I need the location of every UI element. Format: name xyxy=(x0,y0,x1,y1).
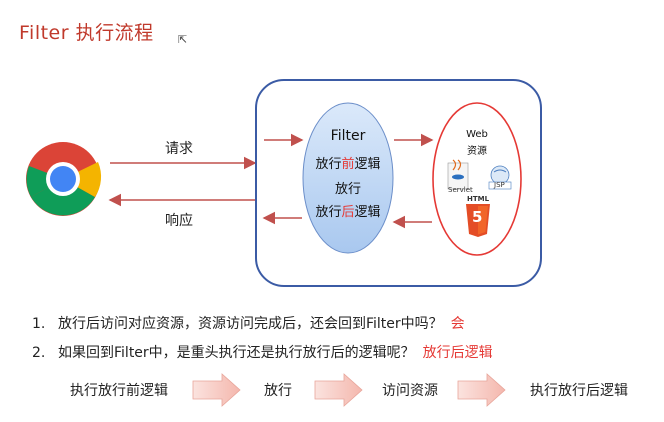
jsp-icon xyxy=(488,165,512,190)
html5-number: 5 xyxy=(472,208,483,226)
web-resource-line2: 资源 xyxy=(467,146,487,157)
request-label: 请求 xyxy=(165,141,193,157)
html5-icon xyxy=(466,204,490,237)
filter-pre-logic: 放行前逻辑 xyxy=(315,157,381,172)
mouse-cursor-icon: ⇱ xyxy=(178,33,188,46)
question-2: 2.如果回到Filter中，是重头执行还是执行放行后的逻辑呢？放行后逻辑 xyxy=(32,345,493,361)
filter-title: Filter xyxy=(330,128,366,144)
filter-pass: 放行 xyxy=(334,182,361,197)
chrome-icon xyxy=(26,142,102,216)
web-resource-line1: Web xyxy=(466,129,488,140)
html-label: HTML xyxy=(467,195,490,203)
flow-step-pre-logic: 执行放行前逻辑 xyxy=(70,383,168,399)
flow-arrow-2 xyxy=(314,373,363,407)
slide-title: Filter 执行流程 xyxy=(19,22,154,44)
servlet-icon xyxy=(447,159,469,190)
flow-step-pass: 放行 xyxy=(264,383,292,399)
answer-2: 放行后逻辑 xyxy=(422,345,493,361)
flow-arrow-1 xyxy=(192,373,241,407)
answer-1: 会 xyxy=(450,316,465,332)
filter-ellipse xyxy=(302,102,394,254)
web-resource-ellipse xyxy=(432,102,522,256)
response-label: 响应 xyxy=(165,213,193,229)
filter-post-logic: 放行后逻辑 xyxy=(315,205,381,220)
servlet-label: Servlet xyxy=(448,186,473,194)
question-1: 1.放行后访问对应资源，资源访问完成后，还会回到Filter中吗？会 xyxy=(32,316,465,332)
flow-step-post-logic: 执行放行后逻辑 xyxy=(530,383,628,399)
flow-arrow-3 xyxy=(457,373,506,407)
jsp-label: JSP xyxy=(494,181,505,189)
flow-step-access-resource: 访问资源 xyxy=(382,383,438,399)
server-container xyxy=(255,79,542,287)
